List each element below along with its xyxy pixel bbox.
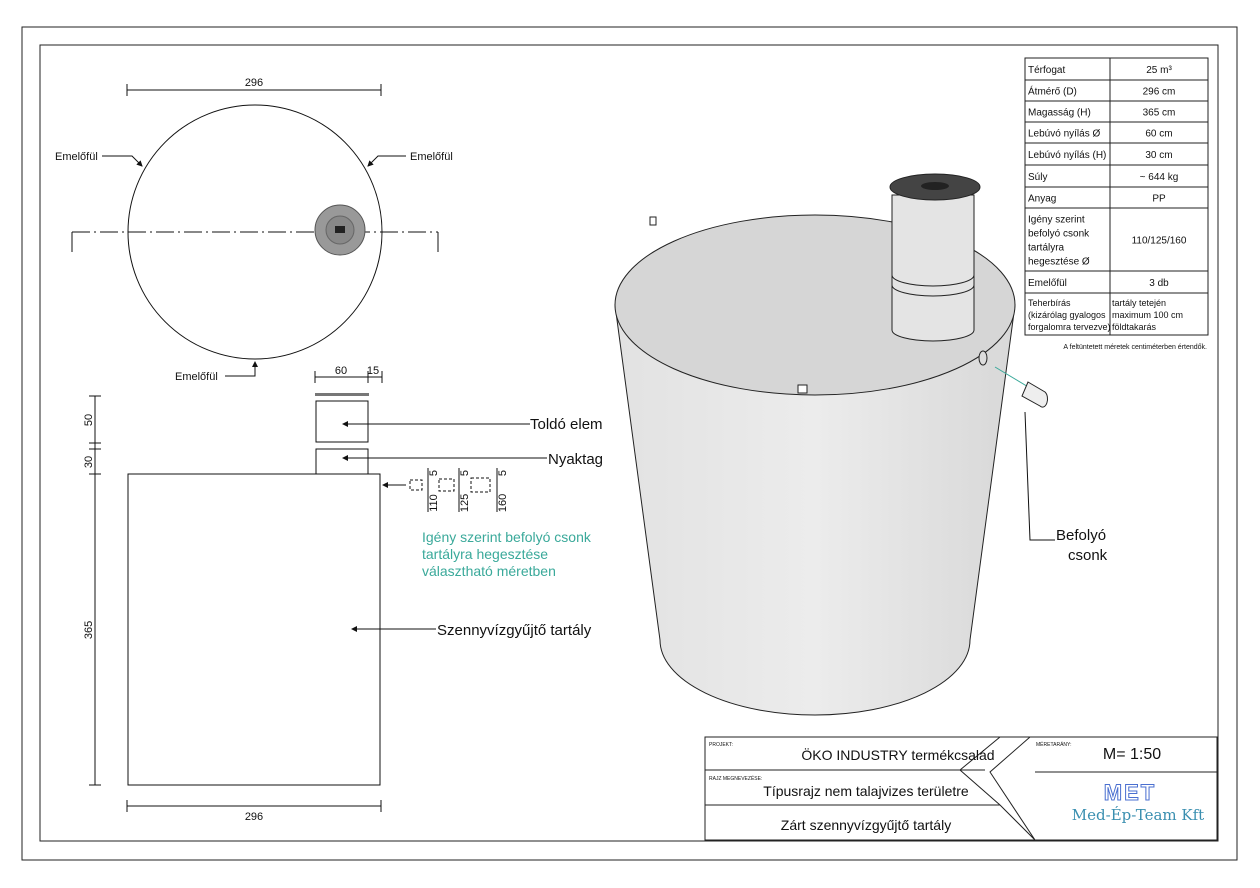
label-tank: Szennyvízgyűjtő tartály xyxy=(437,622,592,639)
extension-element xyxy=(315,400,369,443)
dim-60: 60 xyxy=(335,365,347,377)
spec-label: Térfogat xyxy=(1028,65,1065,76)
spec-label: (kizárólag gyalogos xyxy=(1028,310,1106,320)
spec-label: Lebúvó nyílás Ø xyxy=(1028,129,1100,140)
lug-label-left: Emelőfül xyxy=(55,151,98,163)
manhole-3d xyxy=(891,194,975,342)
spec-value: ~ 644 kg xyxy=(1140,172,1179,183)
drawing-subject: Zárt szennyvízgyűjtő tartály xyxy=(781,817,951,833)
dim-50: 50 xyxy=(83,414,95,426)
spec-label: tartályra xyxy=(1028,243,1065,254)
inlet-size-110: 110 xyxy=(428,494,440,512)
spec-label: Emelőfül xyxy=(1028,278,1067,289)
spec-value: földtakarás xyxy=(1112,322,1157,332)
company-name: Med-Ép-Team Kft xyxy=(1072,806,1204,824)
spec-value: PP xyxy=(1152,194,1166,205)
inlet-offset-2: 5 xyxy=(459,470,471,476)
drawing-caption: RAJZ MEGNEVEZÉSE: xyxy=(709,775,762,782)
label-neck: Nyaktag xyxy=(548,451,603,468)
scale-caption: MÉRETARÁNY: xyxy=(1036,741,1071,748)
spec-value: maximum 100 cm xyxy=(1112,310,1183,320)
inlet-note-line2: tartályra hegesztése xyxy=(422,546,548,562)
spec-value: 25 m³ xyxy=(1146,65,1172,76)
project-caption: PROJEKT: xyxy=(709,742,733,748)
spec-value: 365 cm xyxy=(1143,108,1176,119)
inlet-note-line1: Igény szerint befolyó csonk xyxy=(422,529,592,545)
company-logo: MET xyxy=(1104,780,1156,805)
spec-label: hegesztése Ø xyxy=(1028,257,1090,268)
inlet-label-line1: Befolyó xyxy=(1056,527,1106,544)
spec-value: tartály tetején xyxy=(1112,298,1166,308)
lug-label-right: Emelőfül xyxy=(410,151,453,163)
spec-label: Magasság (H) xyxy=(1028,108,1091,119)
dim-15: 15 xyxy=(367,365,379,377)
manhole-cover xyxy=(315,393,369,396)
spec-label: befolyó csonk xyxy=(1028,229,1090,240)
inlet-offset-1: 5 xyxy=(428,470,440,476)
label-extension: Toldó elem xyxy=(530,416,603,433)
drawing-name: Típusrajz nem talajvizes területre xyxy=(763,783,969,799)
dim-365: 365 xyxy=(83,621,95,639)
spec-table: Térfogat 25 m³ Átmérő (D) 296 cm Magasság (H… xyxy=(1024,57,1209,336)
inlet-offset-3: 5 xyxy=(497,470,509,476)
bottom-diameter-dim: 296 xyxy=(245,811,263,823)
spec-label: forgalomra tervezve) xyxy=(1028,322,1111,332)
spec-value: 110/125/160 xyxy=(1132,236,1187,247)
inlet-size-125: 125 xyxy=(459,494,471,512)
project-name: ÖKO INDUSTRY termékcsalád xyxy=(801,746,994,763)
scale-value: M= 1:50 xyxy=(1103,746,1161,763)
spec-label: Súly xyxy=(1028,172,1047,183)
dim-30: 30 xyxy=(83,456,95,468)
side-view: 60 15 50 30 365 296 Toldó elem Nyaktag S… xyxy=(83,365,603,823)
top-diameter-dim: 296 xyxy=(245,77,263,89)
spec-label: Lebúvó nyílás (H) xyxy=(1028,150,1106,161)
iso-view: Befolyó csonk xyxy=(614,173,1108,716)
inlet-size-160: 160 xyxy=(497,494,509,512)
neck-element xyxy=(315,448,369,475)
lug-label-bottom: Emelőfül xyxy=(175,371,218,383)
outer-border xyxy=(21,26,1238,861)
title-block: PROJEKT: ÖKO INDUSTRY termékcsalád RAJZ … xyxy=(704,736,1218,841)
spec-value: 30 cm xyxy=(1145,150,1172,161)
top-view: 296 Emelőfül Emelőfül Emelőfül xyxy=(55,77,453,383)
spec-label: Teherbírás xyxy=(1028,298,1071,308)
inlet-pipe-3d xyxy=(1021,381,1049,408)
tank-side xyxy=(127,473,381,786)
spec-label: Igény szerint xyxy=(1028,215,1085,226)
inlet-label-line2: csonk xyxy=(1068,547,1108,564)
inner-border xyxy=(39,44,1219,842)
tank-body-3d xyxy=(614,304,1016,716)
spec-value: 3 db xyxy=(1149,278,1169,289)
spec-label: Anyag xyxy=(1028,194,1056,205)
spec-label: Átmérő (D) xyxy=(1028,85,1077,98)
spec-value: 296 cm xyxy=(1143,87,1176,98)
units-note: A feltüntetett méretek centiméterben ért… xyxy=(1063,344,1207,351)
inlet-note-line3: választható méretben xyxy=(422,563,556,579)
spec-value: 60 cm xyxy=(1145,129,1172,140)
